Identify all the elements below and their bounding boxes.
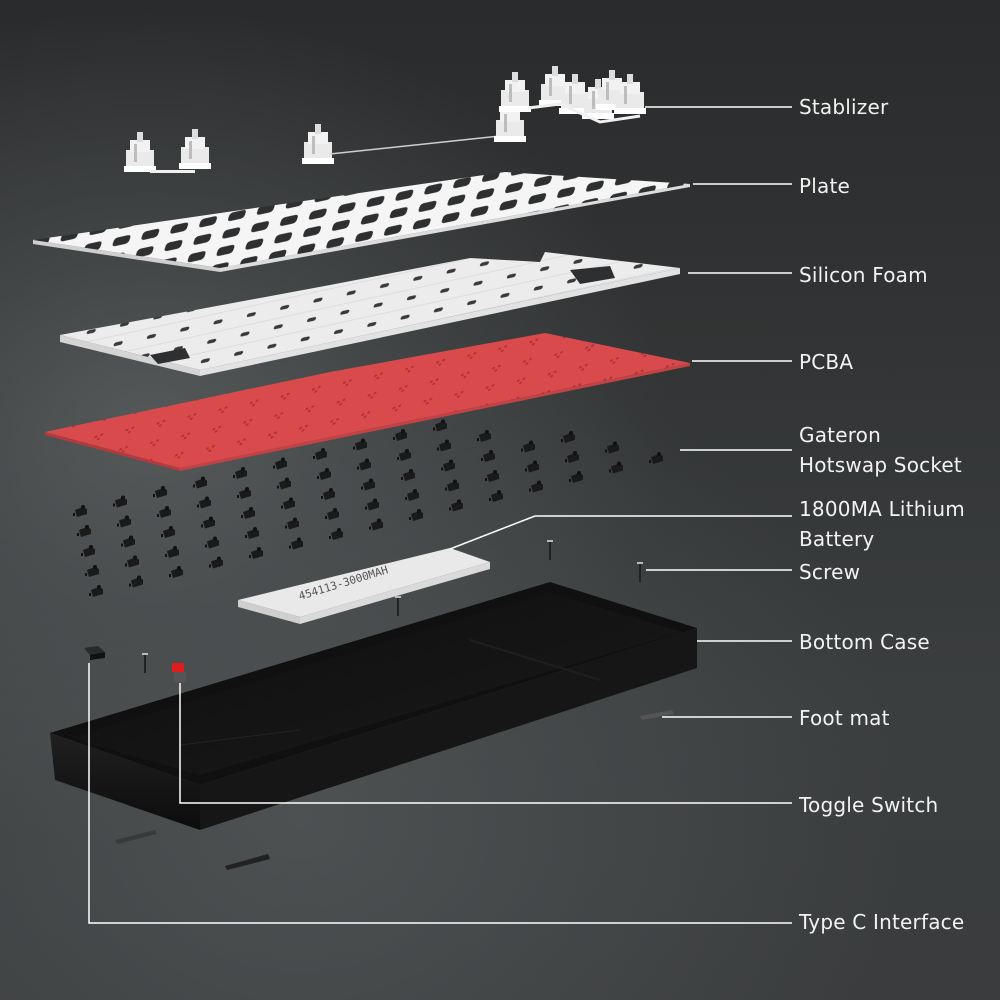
leader-type-c [88,663,792,924]
label-toggle-switch: Toggle Switch [799,793,939,817]
bottom-case [50,582,697,830]
label-silicon-foam: Silicon Foam [799,263,928,287]
foot-mat-group [115,710,674,870]
label-plate: Plate [799,174,851,198]
leader-lines [88,106,792,924]
leader-toggle-switch [179,683,792,804]
label-screw: Screw [799,560,861,584]
stabilizer-group [124,66,646,173]
silicon-foam-layer [60,252,680,376]
label-bottom-case: Bottom Case [799,630,930,654]
toggle-switch-part [172,663,186,682]
label-pcba: PCBA [799,350,854,374]
label-type-c: Type C Interface [799,910,965,934]
type-c-part [84,646,105,660]
label-foot-mat: Foot mat [799,706,890,730]
leader-battery [449,515,792,550]
plate-layer [33,172,690,272]
pcba-layer [45,333,690,471]
label-stabilizer: Stablizer [799,95,889,119]
